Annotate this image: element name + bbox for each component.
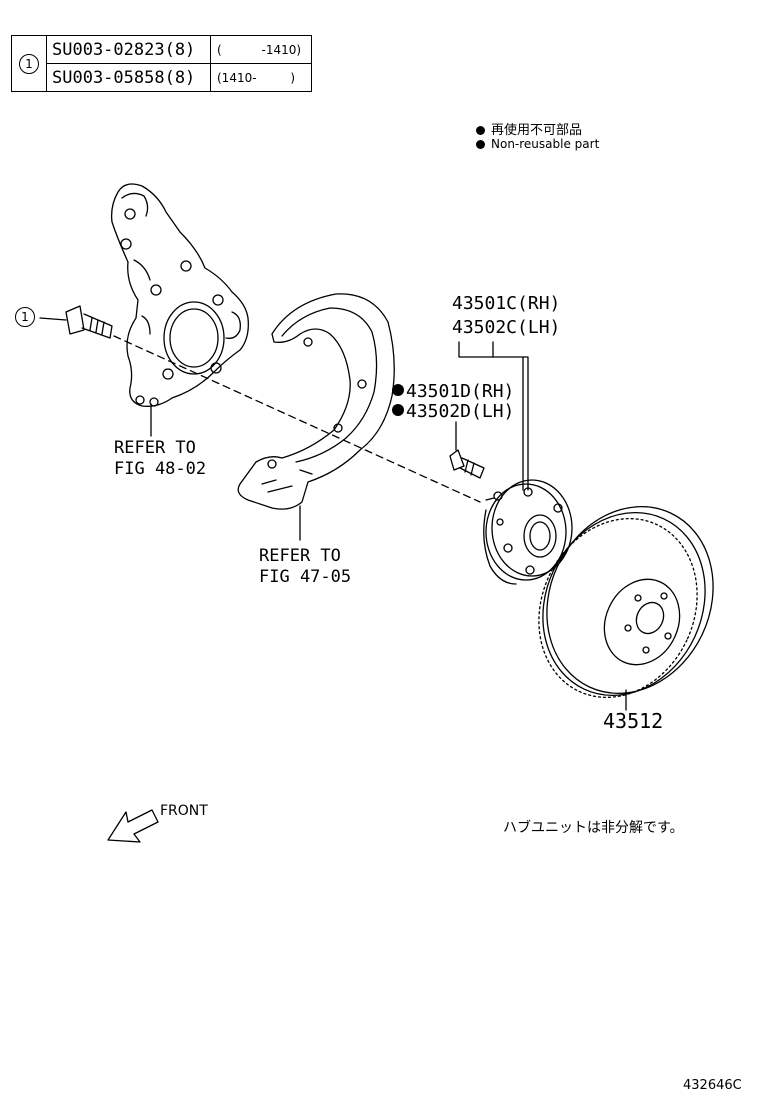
range-value: ) <box>290 70 296 85</box>
legend-en: Non-reusable part <box>476 137 599 151</box>
hub-rh-label: 43501C(RH) <box>452 293 561 314</box>
non-reusable-dot-icon <box>392 404 404 416</box>
non-reusable-dot-icon <box>476 140 485 149</box>
dust-shield <box>237 293 395 510</box>
knuckle-refer-label: REFER TO <box>114 438 196 458</box>
bolt-lh-label: 43502D(LH) <box>392 402 514 422</box>
hub-unit <box>483 479 573 585</box>
bolt-callout: 1 <box>15 306 35 327</box>
brake-disc <box>538 506 714 699</box>
part-number: SU003-05858(8) <box>46 63 211 92</box>
range-value: -1410) <box>261 42 302 57</box>
figure-id: 432646C <box>683 1078 742 1093</box>
hub-note: ハブユニットは非分解です。 <box>503 820 684 836</box>
axis-dashed-line <box>113 335 481 503</box>
disc-label: 43512 <box>603 709 664 733</box>
hub-lh-label: 43502C(LH) <box>452 317 561 338</box>
parts-table-row: 1 SU003-02823(8) ( -1410) <box>11 35 312 92</box>
front-label: FRONT <box>160 803 208 819</box>
non-reusable-dot-icon <box>476 126 485 135</box>
range-open: ( <box>217 42 222 57</box>
steering-knuckle <box>110 183 249 407</box>
parts-table: 1 SU003-02823(8) ( -1410) SU003-05858(8)… <box>11 35 312 92</box>
callout-circle: 1 <box>15 307 35 327</box>
knuckle-fig-label: FIG 48-02 <box>114 459 207 479</box>
shield-fig-label: FIG 47-05 <box>259 567 352 587</box>
part-number: SU003-02823(8) <box>46 35 211 64</box>
bolt-rh-label: 43501D(RH) <box>392 382 514 402</box>
ref-number-cell: 1 <box>11 35 47 92</box>
range-open: (1410- <box>217 70 257 85</box>
production-range: (1410- ) <box>210 63 312 92</box>
shield-refer-label: REFER TO <box>259 546 341 566</box>
legend-jp: 再使用不可部品 <box>476 119 582 138</box>
front-arrow-icon <box>107 809 159 843</box>
hub-bolt <box>449 449 485 479</box>
leader-line <box>39 317 67 321</box>
ref-number-circle: 1 <box>19 54 39 74</box>
parts-table-row: SU003-05858(8) (1410- ) <box>12 63 312 92</box>
non-reusable-dot-icon <box>392 384 404 396</box>
flange-bolt <box>65 305 113 339</box>
